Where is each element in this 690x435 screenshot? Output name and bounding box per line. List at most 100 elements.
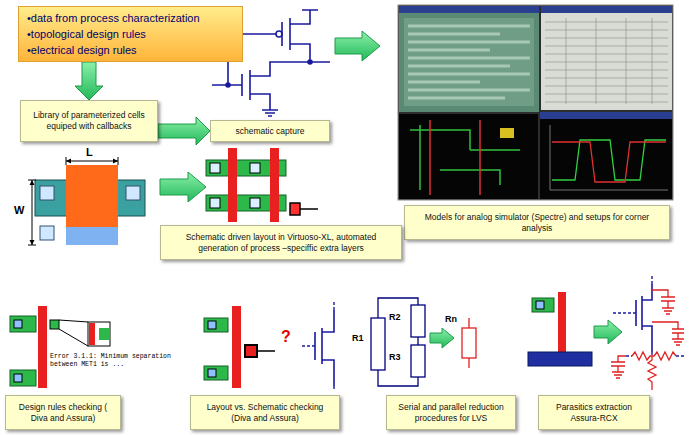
drc-layout [10,306,110,388]
pcell-layout [28,157,145,245]
transistor-symbol [636,284,652,352]
generated-layer [290,203,300,215]
box-text: •electrical design rules [27,42,137,58]
box-text: schematic capture [236,126,305,137]
process-box: schematic capture [210,120,330,142]
contact [14,320,22,328]
layout-window [399,114,538,199]
parasitic-capacitor [611,356,626,378]
diffusion [532,298,554,312]
layout-shapes [500,128,514,138]
contact [210,163,220,173]
window-titlebar [541,6,672,13]
process-box: Design rules checking ( Diva and Assura) [5,395,121,430]
resistor-symbol [371,318,385,370]
box-text: •topological design rules [27,26,146,42]
diffusion [204,318,228,332]
zoom-lines [59,320,88,346]
parasitic-capacitor [652,290,675,314]
contact [14,374,22,382]
dimension-label: W [14,204,24,216]
dimension-arrowhead [30,159,119,246]
window-titlebar [540,112,672,119]
resistor-label: R1 [352,333,364,343]
window-rows [408,26,530,98]
diffusion [204,366,228,380]
process-box: Schematic driven layout in Virtuoso-XL, … [160,225,402,260]
gate [66,165,118,227]
resistor-symbol [411,305,425,337]
contact [40,226,54,240]
poly-gate [232,306,241,388]
waveform [552,140,666,180]
layout-shapes [410,125,520,190]
plot-window [540,112,672,199]
contact [536,301,544,309]
box-text: Library of parameterized cells equiped w… [26,110,152,131]
window [399,6,539,112]
net-line [300,300,334,391]
simulator-screenshot [398,5,673,200]
box-text: Models for analog simulator (Spectre) an… [410,212,664,233]
wire-junction [226,83,230,87]
sdl-layout [206,148,318,222]
input-list-box: •data from process characterization•topo… [18,6,243,62]
poly-gate [270,148,279,222]
flow-arrow [75,62,103,100]
poly-gate [558,292,566,358]
layout-shapes [430,120,480,195]
table-window [541,6,672,110]
contact [250,163,260,173]
resistor-label: R2 [389,312,401,322]
screen-background [398,5,673,200]
reduction-arrow [430,328,454,348]
resistor-symbol [462,328,476,358]
zoom-detail [89,323,95,345]
box-text: Layout vs. Schematic checking (Diva and … [196,402,334,423]
resistor-network [371,298,476,386]
metal-line [528,352,592,366]
resistor-symbol [411,345,425,377]
poly-gate [38,306,47,388]
wire-junction [308,60,312,64]
waveform [552,142,666,182]
process-box: Layout vs. Schematic checking (Diva and … [190,395,340,430]
contact [208,321,216,329]
zoom-detail [99,328,109,340]
dimension-label: L [86,146,93,158]
plot-axes [550,125,668,190]
contact [40,186,54,200]
zoom-box [88,322,110,346]
poly-gate [228,148,237,222]
contact [210,198,220,208]
flow-arrow [158,117,210,145]
gate-extension [66,227,118,245]
box-text: •data from process characterization [27,10,200,26]
window-titlebar [399,6,539,13]
contact [250,198,260,208]
window-panel [404,18,534,106]
diffusion [10,370,36,386]
resistor-label: Rn [445,314,457,324]
wire [257,350,275,352]
process-box: Models for analog simulator (Spectre) an… [404,205,670,240]
process-box: Library of parameterized cells equiped w… [20,100,158,142]
parasitic-capacitor [652,322,684,345]
pmos-bubble [276,31,282,37]
parasitics-drawing [528,274,686,390]
flow-arrow [335,31,380,61]
process-box: Parasitics extraction Assura-RCX [538,395,650,430]
process-box: Serial and parallel reduction procedures… [386,395,516,430]
mismatch-terminal [245,345,257,357]
parasitic-resistor [648,356,656,390]
table-grid [545,18,668,104]
error-message: Error 3.1.1: Minimum separation between … [50,353,175,370]
nmos-transistor [242,62,330,110]
lvs-drawing [204,300,334,391]
flow-arrow [160,172,206,202]
diffusion [10,316,36,332]
ground-symbol [262,110,278,116]
net-line [612,274,686,356]
box-text: Serial and parallel reduction procedures… [392,402,510,423]
resistor-label: R3 [389,352,401,362]
